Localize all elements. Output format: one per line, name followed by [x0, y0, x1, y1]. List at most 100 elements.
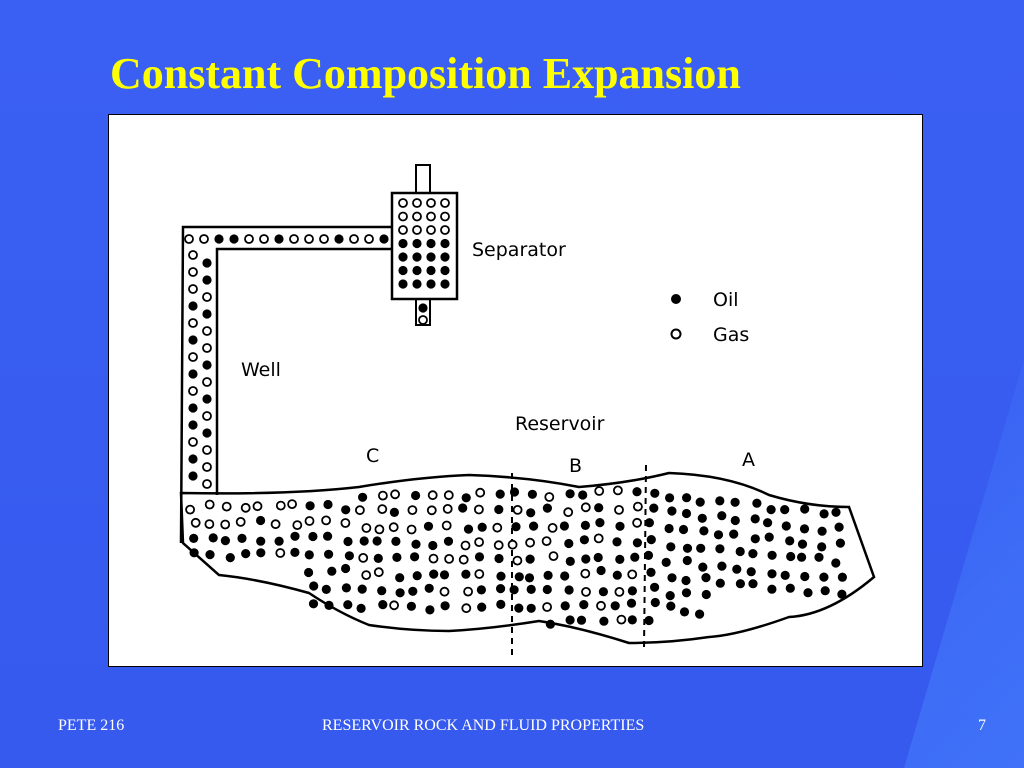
- oil-particle: [715, 496, 725, 506]
- oil-particle: [412, 265, 422, 276]
- oil-particle: [767, 584, 777, 594]
- oil-particle: [750, 514, 760, 524]
- oil-particle: [682, 543, 693, 553]
- oil-particle: [701, 589, 711, 600]
- oil-particle: [678, 524, 689, 535]
- oil-particle: [229, 234, 239, 244]
- gas-particle: [188, 318, 198, 328]
- gas-particle: [474, 537, 485, 548]
- gas-particle: [632, 517, 642, 528]
- gas-particle: [440, 198, 450, 208]
- oil-particle: [650, 582, 660, 592]
- gas-particle: [428, 553, 439, 564]
- gas-particle: [412, 225, 422, 235]
- oil-particle: [476, 585, 486, 595]
- oil-particle: [341, 583, 351, 593]
- gas-particle: [443, 490, 454, 501]
- oil-particle: [440, 601, 450, 611]
- oil-particle: [595, 518, 605, 528]
- gas-particle: [377, 504, 388, 515]
- gas-particle: [202, 343, 212, 353]
- oil-particle: [525, 554, 535, 564]
- footer-subject: RESERVOIR ROCK AND FLUID PROPERTIES: [322, 717, 645, 734]
- oil-particle: [785, 536, 795, 546]
- gas-particle: [292, 520, 303, 531]
- oil-particle: [560, 571, 570, 581]
- oil-particle: [665, 493, 675, 503]
- oil-particle: [735, 579, 746, 589]
- legend-oil-symbol: [671, 294, 681, 304]
- gas-particle: [190, 517, 201, 528]
- gas-particle: [418, 315, 428, 325]
- oil-particle: [681, 575, 691, 586]
- oil-particle: [341, 563, 351, 574]
- oil-particle: [666, 601, 676, 611]
- oil-particle: [418, 303, 428, 313]
- oil-particle: [661, 557, 671, 567]
- gas-particle: [458, 554, 469, 565]
- oil-particle: [593, 552, 603, 563]
- gas-particle: [407, 505, 418, 516]
- gas-particle: [388, 522, 399, 533]
- oil-particle: [579, 535, 589, 545]
- gas-particle: [547, 522, 558, 533]
- oil-particle: [701, 573, 711, 583]
- gas-particle: [442, 503, 453, 514]
- oil-particle: [391, 536, 401, 546]
- gas-particle: [244, 234, 254, 244]
- oil-particle: [527, 489, 537, 499]
- gas-particle: [548, 551, 559, 562]
- gas-particle: [304, 516, 315, 526]
- oil-particle: [411, 539, 421, 549]
- gas-particle: [374, 524, 385, 535]
- oil-particle: [797, 539, 808, 549]
- gas-particle: [406, 524, 417, 535]
- oil-particle: [323, 531, 333, 541]
- oil-particle: [443, 536, 454, 546]
- oil-particle: [715, 544, 725, 554]
- oil-particle: [820, 586, 830, 596]
- oil-particle: [681, 508, 692, 519]
- gas-particle: [460, 540, 471, 551]
- gas-particle: [580, 502, 591, 513]
- oil-particle: [378, 600, 388, 610]
- oil-particle: [511, 522, 521, 532]
- oil-particle: [799, 524, 810, 534]
- oil-particle: [565, 556, 575, 566]
- oil-particle: [650, 597, 660, 608]
- oil-particle: [423, 521, 434, 531]
- gas-particle: [204, 519, 215, 530]
- gas-particle: [220, 519, 231, 530]
- oil-particle: [837, 572, 848, 582]
- gas-particle: [188, 352, 198, 362]
- oil-particle: [797, 552, 807, 562]
- gas-particle: [627, 569, 638, 580]
- oil-particle: [188, 454, 198, 464]
- gas-particle: [354, 505, 365, 516]
- oil-particle: [564, 585, 574, 595]
- oil-particle: [412, 279, 422, 289]
- oil-particle: [763, 518, 773, 528]
- oil-particle: [426, 238, 436, 249]
- oil-particle: [305, 501, 315, 511]
- oil-particle: [781, 521, 791, 531]
- gas-particle: [426, 225, 436, 235]
- oil-particle: [188, 420, 198, 430]
- oil-particle: [398, 252, 408, 262]
- gas-particle: [593, 533, 604, 544]
- gas-particle: [581, 586, 591, 597]
- oil-particle: [730, 515, 740, 526]
- oil-particle: [428, 540, 438, 551]
- oil-particle: [241, 549, 251, 559]
- gas-particle: [398, 211, 408, 222]
- oil-particle: [202, 275, 212, 285]
- oil-particle: [341, 505, 351, 515]
- oil-particle: [372, 536, 382, 546]
- gas-particle: [202, 462, 212, 472]
- zone-b-label: B: [569, 455, 583, 477]
- gas-particle: [580, 568, 591, 579]
- oil-particle: [594, 503, 604, 513]
- gas-particle: [612, 485, 623, 496]
- gas-particle: [321, 515, 332, 526]
- gas-particle: [340, 518, 351, 528]
